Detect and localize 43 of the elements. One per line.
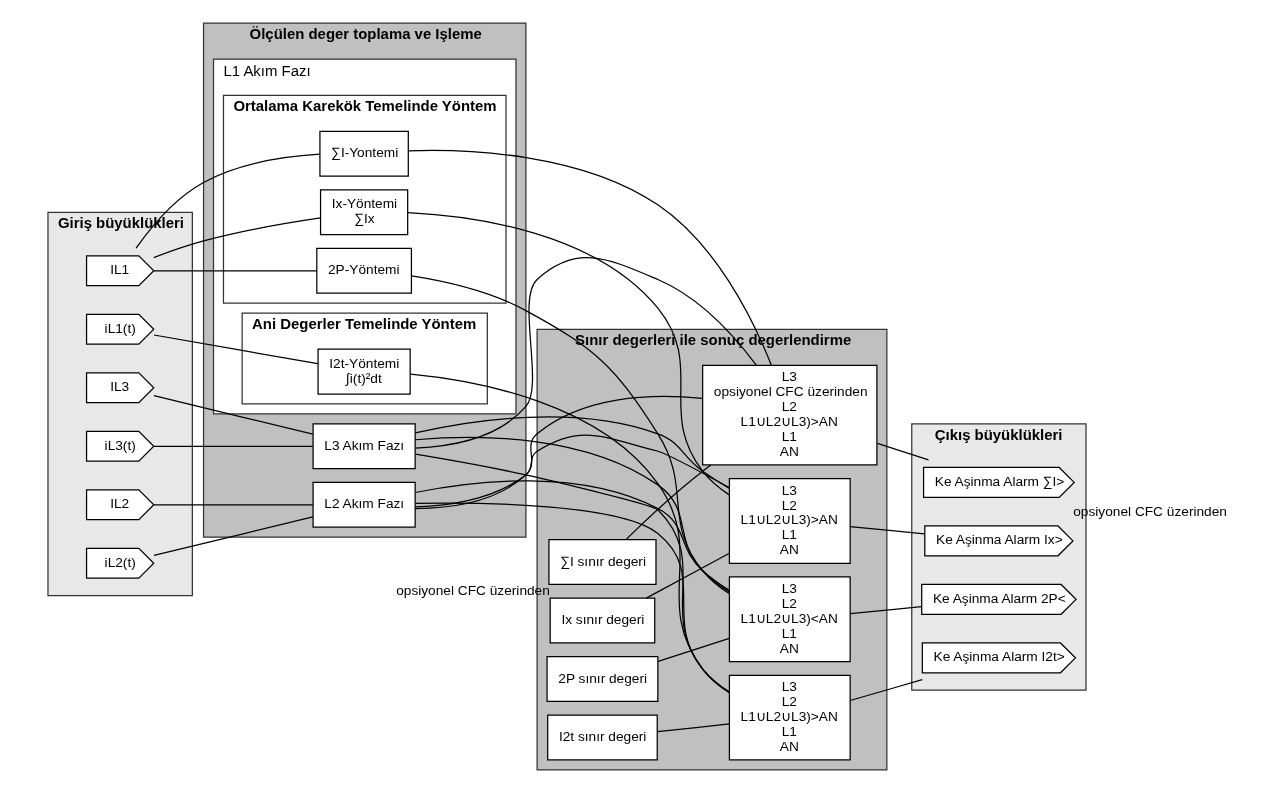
node-box: L3 opsiyonel CFC üzerinden L2 L1∪L2∪L3)>AN L1 AN — [702, 364, 878, 466]
connector — [153, 395, 314, 435]
connector — [153, 516, 314, 556]
node-box: L3 L2 L1∪L2∪L3)>AN L1 AN — [728, 478, 851, 564]
node-box: Ix-Yöntemi ∑Ix — [319, 189, 409, 236]
connector — [657, 723, 730, 733]
node-box: Ix sınır degeri — [549, 597, 656, 644]
node-box: L2 Akım Fazı — [312, 481, 416, 528]
node-box: I2t sınır degeri — [547, 714, 658, 761]
connector — [135, 153, 321, 249]
connector — [849, 606, 923, 615]
connector — [153, 217, 322, 259]
node-box: I2t-Yöntemi ∫i(t)²dt — [317, 348, 411, 395]
connector — [407, 212, 730, 496]
connector — [414, 436, 730, 593]
node-box: L3 Akım Fazı — [312, 423, 416, 470]
connector — [849, 679, 923, 702]
node-box: ∑I-Yontemi — [319, 130, 409, 177]
node-box: L3 L2 L1∪L2∪L3)>AN L1 AN — [728, 674, 851, 761]
connector — [657, 637, 730, 663]
node-box: 2P sınır degeri — [546, 656, 659, 703]
connector — [645, 552, 730, 599]
node-label: opsiyonel CFC üzerinden — [1073, 503, 1227, 519]
connector — [153, 270, 318, 272]
connector — [414, 480, 730, 591]
connector — [414, 502, 730, 693]
connector — [414, 257, 757, 449]
connector — [849, 526, 926, 535]
connector — [410, 373, 730, 694]
node-box: L3 L2 L1∪L2∪L3)<AN L1 AN — [728, 576, 851, 663]
node-box: 2P-Yöntemi — [316, 247, 413, 294]
connector — [876, 442, 930, 461]
connector — [153, 334, 319, 365]
connector — [414, 434, 730, 508]
connector — [625, 464, 712, 541]
connector — [410, 275, 730, 595]
connector — [414, 416, 730, 489]
connector — [414, 453, 730, 693]
connector — [153, 445, 314, 447]
connector — [153, 504, 314, 506]
connector — [414, 395, 704, 510]
node-box: ∑I sınır degeri — [548, 539, 657, 586]
connector — [407, 149, 773, 366]
